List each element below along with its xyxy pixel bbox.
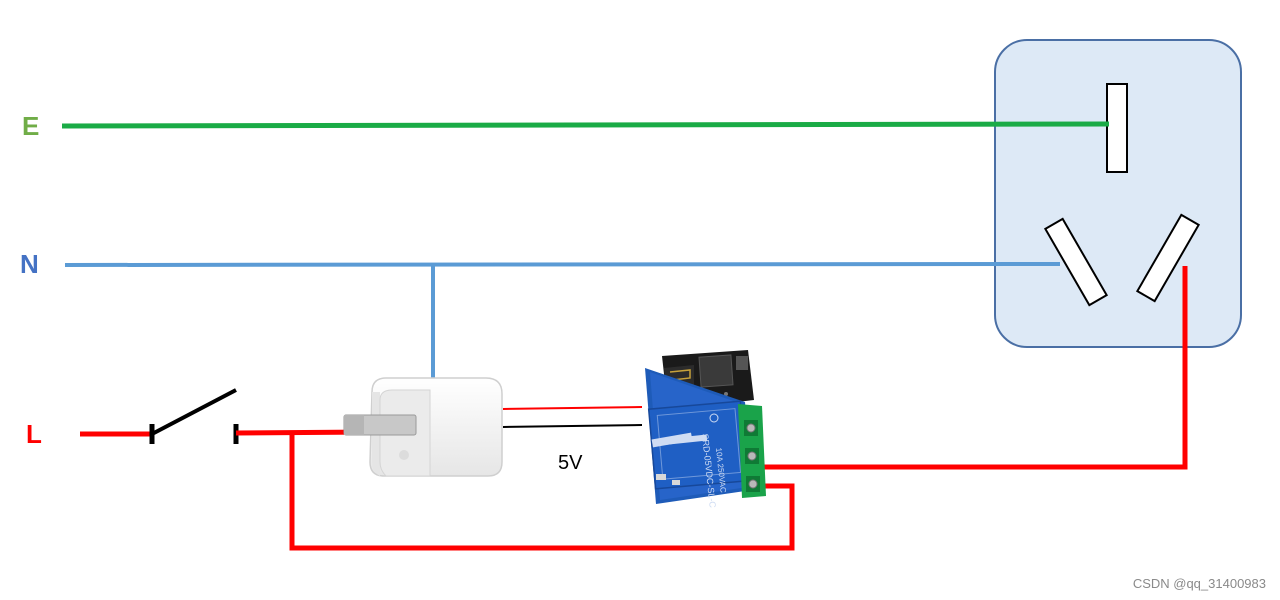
outlet-live-slot bbox=[1135, 213, 1201, 303]
esp01-relay-module-icon: SRD-05VDC-SL-C 10A 250VAC bbox=[645, 350, 766, 509]
watermark: CSDN @qq_31400983 bbox=[1133, 576, 1266, 591]
outlet-neutral-slot bbox=[1043, 217, 1109, 307]
usb-power-adapter-icon bbox=[343, 377, 503, 477]
relay-terminal-block bbox=[738, 404, 766, 498]
outlet-socket bbox=[994, 39, 1242, 348]
live-wire-relay-to-outlet bbox=[746, 266, 1188, 470]
earth-label: E bbox=[22, 111, 39, 141]
dc-positive-wire bbox=[502, 406, 643, 410]
live-wire-loop-to-relay bbox=[289, 432, 795, 551]
neutral-label: N bbox=[20, 249, 39, 279]
live-label: L bbox=[26, 419, 42, 449]
switch-lever bbox=[151, 388, 237, 436]
voltage-label: 5V bbox=[558, 452, 583, 474]
outlet-earth-slot bbox=[1106, 83, 1128, 173]
neutral-wire bbox=[64, 262, 1061, 267]
outlet-body bbox=[994, 39, 1242, 348]
dc-negative-wire bbox=[502, 424, 643, 428]
earth-wire bbox=[61, 121, 1110, 129]
